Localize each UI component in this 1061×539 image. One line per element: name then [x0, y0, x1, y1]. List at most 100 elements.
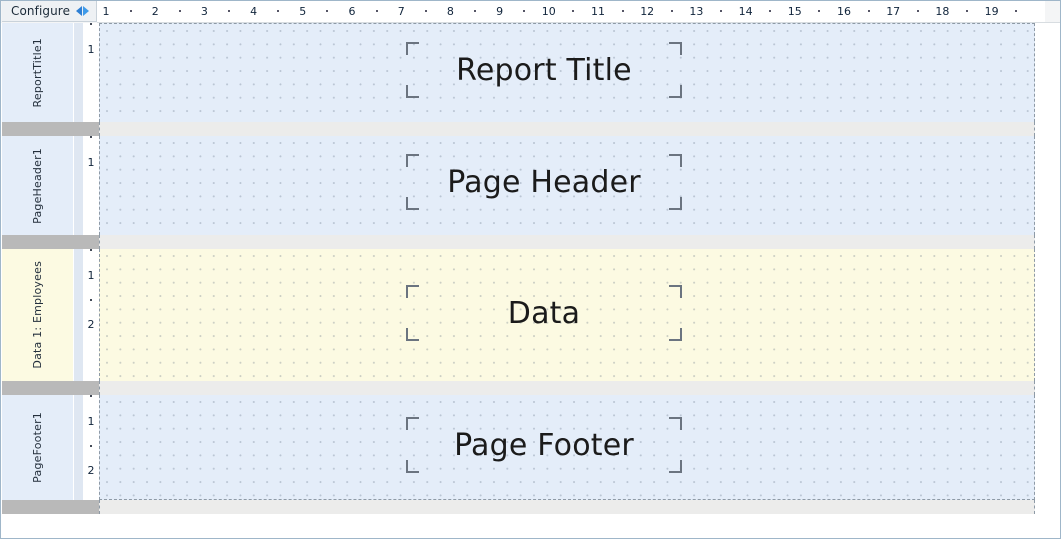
band-canvas[interactable]: Page Header	[99, 136, 1059, 235]
resize-handle-br[interactable]	[669, 85, 682, 98]
band-canvas[interactable]: Data	[99, 249, 1059, 381]
ruler-minor-tick	[720, 10, 722, 12]
vruler-tick-label: 2	[87, 317, 95, 331]
band-resize-grab[interactable]	[2, 122, 99, 136]
triangle-left-icon[interactable]	[76, 6, 83, 16]
band-canvas[interactable]: Page Footer	[99, 395, 1059, 500]
band-separator-gap	[99, 381, 1035, 395]
ruler-tick-label: 15	[787, 5, 802, 18]
design-surface-empty-area[interactable]	[2, 514, 1059, 537]
resize-handle-br[interactable]	[669, 197, 682, 210]
ruler-tick-label: 10	[541, 5, 556, 18]
ruler-minor-tick	[129, 10, 132, 12]
band-separator-pad	[1035, 122, 1059, 136]
band-label-text: ReportTitle1	[31, 37, 44, 108]
ruler-tick-label: 16	[837, 5, 851, 18]
band-label-reporttitle1[interactable]: ReportTitle1	[2, 23, 74, 122]
band-separator[interactable]	[2, 235, 1059, 249]
resize-handle-br[interactable]	[669, 460, 682, 473]
horizontal-ruler-end-pad	[1045, 1, 1060, 22]
vruler-minor-tick	[90, 23, 92, 26]
resize-handle-tl[interactable]	[406, 285, 419, 298]
text-control-label: Page Header	[447, 164, 641, 200]
band-pageheader1[interactable]: PageHeader1 1 Page Header	[2, 136, 1059, 235]
vertical-ruler[interactable]: 1	[83, 23, 99, 122]
vruler-minor-tick	[90, 298, 92, 301]
resize-handle-bl[interactable]	[406, 85, 419, 98]
band-separator-gap	[99, 235, 1035, 249]
band-separator-pad	[1035, 500, 1059, 514]
band-canvas-grid[interactable]: Report Title	[99, 23, 1035, 122]
band-canvas-outside	[1035, 395, 1059, 500]
band-gutter-strip	[74, 23, 83, 122]
text-control-pagefooter1[interactable]: Page Footer	[406, 417, 682, 473]
text-control-reporttitle1[interactable]: Report Title	[406, 42, 682, 98]
band-gutter-strip	[74, 395, 83, 500]
band-resize-grab[interactable]	[2, 381, 99, 395]
ruler-tick-label: 7	[397, 5, 405, 18]
resize-handle-tr[interactable]	[669, 154, 682, 167]
ruler-minor-tick	[572, 10, 575, 12]
resize-handle-tl[interactable]	[406, 42, 419, 55]
band-label-text: PageHeader1	[31, 147, 44, 224]
band-canvas-outside	[1035, 23, 1059, 122]
configure-tab[interactable]: Configure	[2, 1, 97, 22]
ruler-minor-tick	[375, 10, 378, 12]
ruler-tick-label: 9	[496, 5, 504, 18]
band-label-pagefooter1[interactable]: PageFooter1	[2, 395, 74, 500]
vertical-ruler[interactable]: 1	[83, 136, 99, 235]
band-resize-grab[interactable]	[2, 500, 99, 514]
band-label-pageheader1[interactable]: PageHeader1	[2, 136, 74, 235]
band-separator[interactable]	[2, 500, 1059, 514]
ruler-tick-label: 12	[640, 5, 655, 18]
band-resize-grab[interactable]	[2, 235, 99, 249]
triangle-right-icon[interactable]	[83, 6, 90, 16]
ruler-tick-label: 17	[886, 5, 901, 18]
band-canvas[interactable]: Report Title	[99, 23, 1059, 122]
band-reporttitle1[interactable]: ReportTitle1 1 Report Title	[2, 23, 1059, 122]
band-canvas-grid[interactable]: Page Footer	[99, 395, 1035, 500]
text-control-label: Report Title	[456, 52, 632, 88]
text-control-pageheader1[interactable]: Page Header	[406, 154, 682, 210]
band-canvas-grid[interactable]: Data	[99, 249, 1035, 381]
band-separator-pad	[1035, 235, 1059, 249]
ruler-minor-tick	[916, 10, 919, 12]
ruler-minor-tick	[424, 10, 427, 12]
band-label-data1employees[interactable]: Data 1: Employees	[2, 249, 74, 381]
band-canvas-grid[interactable]: Page Header	[99, 136, 1035, 235]
ruler-minor-tick	[818, 10, 821, 12]
vruler-minor-tick	[90, 444, 92, 447]
text-control-data1employees[interactable]: Data	[406, 285, 682, 341]
resize-handle-tl[interactable]	[406, 417, 419, 430]
ruler-minor-tick	[277, 10, 280, 12]
band-canvas-outside	[1035, 249, 1059, 381]
resize-handle-tr[interactable]	[669, 42, 682, 55]
band-separator-pad	[1035, 381, 1059, 395]
configure-tab-arrows	[76, 6, 90, 16]
ruler-tick-label: 1	[102, 5, 110, 18]
ruler-tick-label: 19	[984, 5, 999, 18]
band-separator[interactable]	[2, 381, 1059, 395]
resize-handle-tr[interactable]	[669, 417, 682, 430]
resize-handle-bl[interactable]	[406, 197, 419, 210]
band-canvas-outside	[1035, 136, 1059, 235]
ruler-tick-label: 3	[200, 5, 208, 18]
resize-handle-bl[interactable]	[406, 460, 419, 473]
ruler-minor-tick	[966, 10, 968, 12]
ruler-minor-tick	[621, 10, 624, 12]
resize-handle-br[interactable]	[669, 328, 682, 341]
resize-handle-bl[interactable]	[406, 328, 419, 341]
resize-handle-tl[interactable]	[406, 154, 419, 167]
band-label-text: Data 1: Employees	[31, 261, 44, 369]
vruler-minor-tick	[90, 136, 92, 139]
text-control-label: Data	[507, 295, 581, 331]
band-separator[interactable]	[2, 122, 1059, 136]
resize-handle-tr[interactable]	[669, 285, 682, 298]
